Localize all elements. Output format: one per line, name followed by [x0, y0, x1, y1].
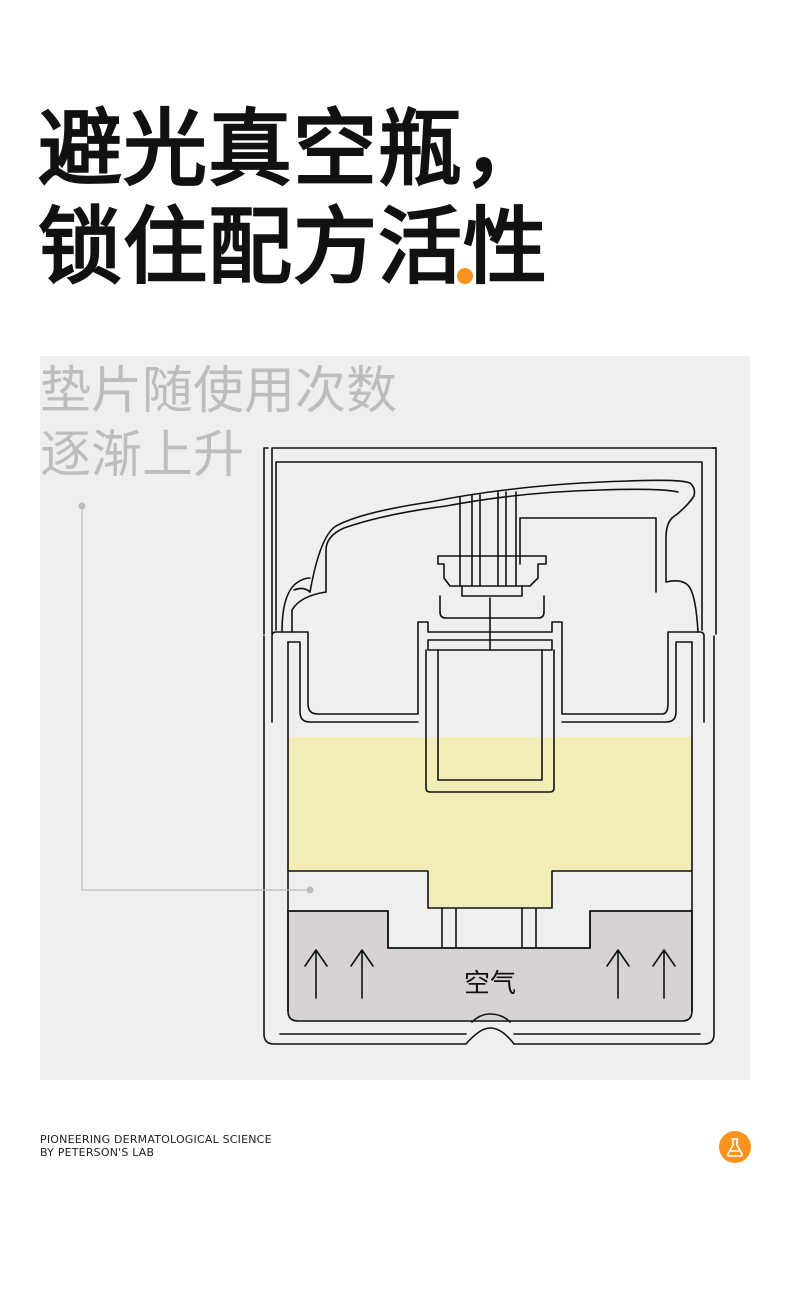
arrow-up-icon [652, 949, 676, 999]
bottle-cross-section-diagram: 空气 [78, 447, 717, 1045]
headline-line-2: 锁住配方活性 [38, 198, 549, 296]
flask-icon [719, 1131, 751, 1163]
arrow-up-icon [304, 949, 328, 999]
caption-line-1: 垫片随使用次数 [40, 362, 398, 421]
accent-dot [457, 268, 473, 284]
headline-line-1: 避光真空瓶， [38, 100, 549, 198]
air-chamber [287, 910, 693, 1022]
air-label: 空气 [464, 969, 516, 999]
illustration-panel: 空气 垫片随使用次数 逐渐上升 [40, 356, 750, 1080]
caption-line-2: 逐渐上升 [40, 426, 245, 485]
headline: 避光真空瓶， 锁住配方活性 [38, 100, 548, 296]
product-fluid [288, 737, 692, 908]
arrow-up-icon [350, 949, 374, 999]
follower-plate-caption: 垫片随使用次数 逐渐上升 [40, 360, 397, 488]
brand-tagline: PIONEERING DERMATOLOGICAL SCIENCE BY PET… [40, 1133, 272, 1159]
arrow-up-icon [606, 949, 630, 999]
tagline-line-1: PIONEERING DERMATOLOGICAL SCIENCE [40, 1133, 272, 1146]
caption-leader-line [78, 502, 314, 894]
tagline-line-2: BY PETERSON'S LAB [40, 1146, 155, 1159]
